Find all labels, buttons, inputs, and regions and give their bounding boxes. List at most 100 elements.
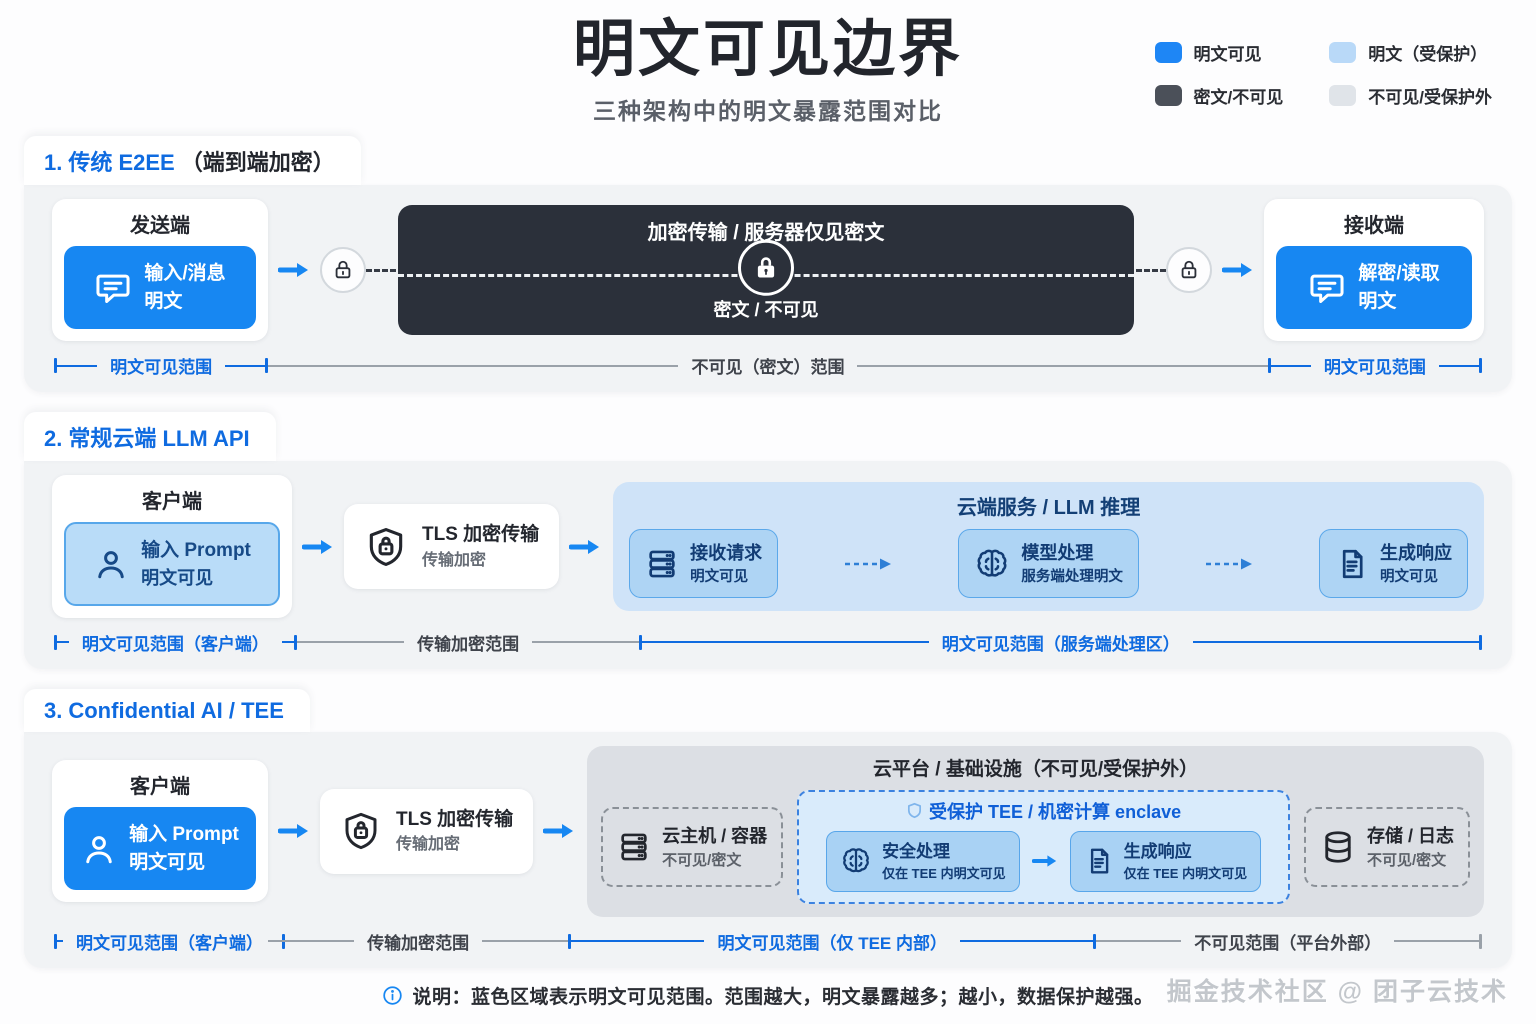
storage-log-box: 存储 / 日志 不可见/密文 [1303, 806, 1470, 887]
legend-item-cipher: 密文/不可见 [1154, 83, 1283, 108]
client-line1: 输入 Prompt [129, 824, 239, 846]
client-card: 客户端 输入 Prompt 明文可见 [52, 760, 268, 903]
measure-label: 传输加密范围 [367, 933, 470, 953]
tee-node-line2: 仅在 TEE 内明文可见 [882, 865, 1006, 881]
client-line1: 输入 Prompt [141, 540, 251, 562]
receiver-line1: 解密/读取 [1358, 263, 1440, 285]
legend: 明文可见 明文（受保护） 密文/不可见 不可见/受保护外 [1154, 40, 1492, 108]
section-cloud-llm-measure: 明文可见范围（客户端） 传输加密范围 明文可见范围（服务端处理区） [52, 630, 1484, 659]
brain-icon [974, 546, 1010, 582]
info-icon [382, 985, 403, 1006]
encrypt-lock-icon [320, 247, 366, 294]
tee-node-generate-response: 生成响应 仅在 TEE 内明文可见 [1069, 830, 1262, 892]
cipher-transit-box: 加密传输 / 服务器仅见密文 密文 / 不可见 [398, 205, 1134, 336]
measure-segment: 明文可见范围（仅 TEE 内部） [568, 929, 1097, 954]
sender-card: 发送端 输入/消息 明文 [52, 199, 268, 342]
section-cloud-llm: 2. 常规云端 LLM API 客户端 输入 Prompt 明文可见 [24, 412, 1512, 669]
node-model-process: 模型处理 服务端处理明文 [958, 528, 1139, 599]
section-tee-measure: 明文可见范围（客户端） 传输加密范围 明文可见范围（仅 TEE 内部） 不可见范… [52, 929, 1484, 958]
arrow-right-icon [569, 537, 601, 557]
arrow-right-icon [278, 260, 310, 280]
user-icon [93, 546, 129, 582]
measure-segment: 明文可见范围（客户端） [54, 929, 285, 954]
tls-sub: 传输加密 [422, 551, 487, 569]
section-number: 3. [44, 697, 63, 723]
storage-line2: 不可见/密文 [1366, 851, 1447, 869]
section-title: 传统 E2EE [68, 150, 175, 176]
section-e2ee: 1. 传统 E2EE （端到端加密） 发送端 输入/消息 明文 [24, 136, 1512, 393]
arrow-right-icon [1031, 853, 1058, 869]
legend-item-outside: 不可见/受保护外 [1329, 83, 1492, 108]
legend-item-visible: 明文可见 [1154, 40, 1284, 65]
page-title: 明文可见边界 [572, 15, 963, 84]
tls-card: TLS 加密传输 传输加密 [320, 788, 534, 874]
section-number: 2. [44, 426, 63, 452]
node-line1: 模型处理 [1021, 542, 1094, 563]
sender-line1: 输入/消息 [144, 263, 226, 285]
node-generate-response: 生成响应 明文可见 [1318, 528, 1468, 599]
section-tee-panel: 客户端 输入 Prompt 明文可见 [24, 731, 1512, 968]
client-prompt-box: 输入 Prompt 明文可见 [64, 807, 256, 891]
user-icon [81, 831, 117, 867]
node-line2: 明文可见 [1379, 568, 1438, 585]
legend-swatch-cipher [1154, 85, 1182, 106]
shield-icon [906, 802, 923, 819]
section-tee-header: 3. Confidential AI / TEE [24, 688, 310, 732]
node-line2: 服务端处理明文 [1021, 568, 1123, 585]
node-line2: 明文可见 [690, 568, 749, 585]
tls-card: TLS 加密传输 传输加密 [344, 504, 560, 590]
host-container-box: 云主机 / 容器 不可见/密文 [601, 806, 784, 887]
arrow-right-icon [302, 537, 334, 557]
legend-swatch-protected [1329, 42, 1357, 63]
measure-label: 不可见（密文）范围 [691, 358, 845, 378]
storage-line1: 存储 / 日志 [1366, 825, 1454, 846]
client-title: 客户端 [130, 776, 190, 799]
cloud-service-title: 云端服务 / LLM 推理 [956, 496, 1141, 519]
tls-title: TLS 加密传输 [396, 808, 514, 830]
cipher-box-bottom-label: 密文 / 不可见 [713, 300, 819, 321]
measure-segment: 明文可见范围 [54, 353, 269, 378]
client-line2: 明文可见 [129, 851, 206, 873]
sender-line2: 明文 [144, 290, 183, 312]
measure-segment: 传输加密范围 [268, 929, 569, 954]
measure-label: 不可见范围（平台外部） [1194, 933, 1382, 953]
tee-node-line1: 安全处理 [882, 841, 951, 861]
tls-title: TLS 加密传输 [422, 524, 540, 546]
database-icon [1320, 829, 1356, 865]
footer: 说明：蓝色区域表示明文可见范围。范围越大，明文暴露越多；越小，数据保护越强。 [0, 982, 1536, 1009]
section-cloud-llm-panel: 客户端 输入 Prompt 明文可见 [24, 461, 1512, 669]
host-line2: 不可见/密文 [662, 851, 742, 869]
brain-icon [840, 845, 872, 877]
node-line1: 生成响应 [1379, 542, 1452, 563]
tee-enclave-box: 受保护 TEE / 机密计算 enclave 安全处理 仅在 TEE 内明文可见 [797, 789, 1290, 904]
footer-note: 说明：蓝色区域表示明文可见范围。范围越大，明文暴露越多；越小，数据保护越强。 [412, 986, 1154, 1008]
page-header: 明文可见边界 三种架构中的明文暴露范围对比 [0, 0, 1536, 126]
section-title: 常规云端 LLM API [68, 426, 250, 452]
shield-lock-icon [364, 525, 408, 569]
section-number: 1. [44, 150, 63, 176]
tee-node-line1: 生成响应 [1123, 841, 1192, 861]
measure-segment: 明文可见范围（客户端） [54, 630, 297, 655]
measure-label: 明文可见范围 [110, 358, 213, 378]
measure-label: 传输加密范围 [417, 634, 520, 654]
tls-sub: 传输加密 [396, 836, 461, 854]
measure-label: 明文可见范围（仅 TEE 内部） [717, 933, 947, 953]
receiver-card: 接收端 解密/读取 明文 [1264, 199, 1484, 342]
receiver-title: 接收端 [1344, 215, 1404, 238]
sender-title: 发送端 [130, 215, 190, 238]
legend-label: 不可见/受保护外 [1368, 88, 1492, 107]
measure-segment: 明文可见范围 [1267, 353, 1482, 378]
dashed-connector [1136, 268, 1166, 272]
arrow-right-icon [1222, 260, 1254, 280]
legend-swatch-outside [1329, 85, 1357, 106]
shield-lock-icon [340, 810, 382, 852]
client-prompt-box: 输入 Prompt 明文可见 [64, 522, 280, 606]
section-title: Confidential AI / TEE [68, 697, 284, 723]
measure-segment: 传输加密范围 [296, 630, 640, 655]
cloud-platform-panel: 云平台 / 基础设施（不可见/受保护外） 云主机 / 容器 不可见/密文 [587, 745, 1484, 917]
document-icon [1084, 846, 1114, 876]
cipher-box-title: 加密传输 / 服务器仅见密文 [647, 222, 885, 245]
host-line1: 云主机 / 容器 [662, 825, 768, 846]
decrypt-lock-icon [1166, 247, 1212, 294]
legend-item-protected: 明文（受保护） [1329, 40, 1492, 65]
